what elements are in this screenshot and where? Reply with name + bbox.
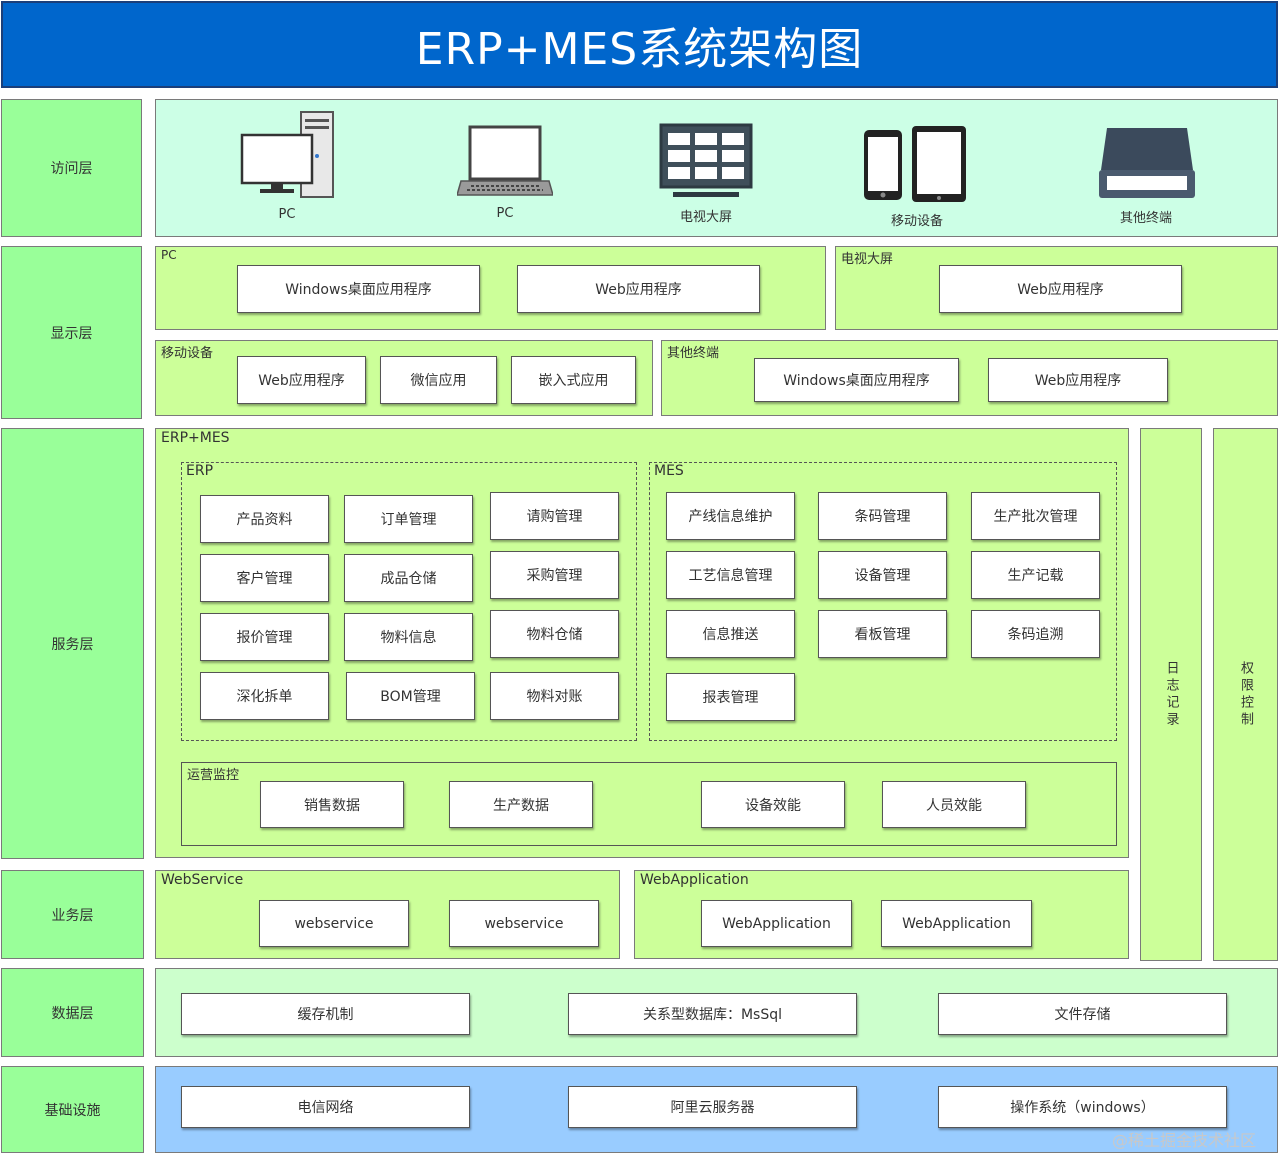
mobile-wechat-app-box: 微信应用 <box>380 356 497 404</box>
display-group-mobile: 移动设备 Web应用程序 微信应用 嵌入式应用 <box>155 340 653 416</box>
layer-label-display: 显示层 <box>1 246 142 419</box>
data-layer-panel: 缓存机制 关系型数据库：MsSql 文件存储 <box>155 968 1278 1057</box>
mes-item: 生产批次管理 <box>971 492 1100 540</box>
data-item-cache: 缓存机制 <box>181 993 470 1035</box>
infra-item-cloud-server: 阿里云服务器 <box>568 1086 857 1128</box>
pc-web-app-box: Web应用程序 <box>517 265 760 313</box>
mes-item: 条码管理 <box>818 492 947 540</box>
ops-item: 设备效能 <box>701 781 845 828</box>
diagram-title: ERP+MES系统架构图 <box>1 1 1278 88</box>
erp-group: ERP 产品资料 订单管理 请购管理 客户管理 成品仓储 采购管理 报价管理 物… <box>181 462 637 741</box>
erp-item: 请购管理 <box>490 492 619 540</box>
mes-item: 生产记载 <box>971 551 1100 599</box>
layer-label-infra: 基础设施 <box>1 1066 144 1153</box>
display-group-pc-title: PC <box>161 248 177 262</box>
device-label-mobile: 移动设备 <box>890 214 943 229</box>
device-label-tv: 电视大屏 <box>679 210 732 225</box>
mes-item: 条码追溯 <box>971 610 1100 658</box>
erp-item: 成品仓储 <box>344 554 473 602</box>
display-group-mobile-title: 移动设备 <box>161 346 214 361</box>
display-group-pc: PC Windows桌面应用程序 Web应用程序 <box>155 246 826 330</box>
device-label-pc: PC <box>278 207 296 222</box>
device-label-other: 其他终端 <box>1119 211 1172 226</box>
webapplication-group: WebApplication WebApplication WebApplica… <box>634 870 1129 959</box>
tv-web-app-box: Web应用程序 <box>939 265 1182 313</box>
infra-item-network: 电信网络 <box>181 1086 470 1128</box>
mes-group: MES 产线信息维护 条码管理 生产批次管理 工艺信息管理 设备管理 生产记载 … <box>649 462 1117 741</box>
video-wall-icon <box>659 123 753 197</box>
access-layer-panel: PC PC 电视大屏 移动设备 其他终端 <box>155 99 1278 237</box>
pc-windows-app-box: Windows桌面应用程序 <box>237 265 480 313</box>
erp-item: 产品资料 <box>200 495 329 543</box>
ops-item: 人员效能 <box>882 781 1026 828</box>
ops-monitor-title: 运营监控 <box>187 768 240 783</box>
data-item-database: 关系型数据库：MsSql <box>568 993 857 1035</box>
infra-layer-panel: 电信网络 阿里云服务器 操作系统（windows） <box>155 1066 1278 1153</box>
erp-item: 订单管理 <box>344 495 473 543</box>
mes-item: 报表管理 <box>666 673 795 721</box>
ops-item: 生产数据 <box>449 781 593 828</box>
device-label-laptop: PC <box>496 206 514 221</box>
display-group-other-title: 其他终端 <box>667 346 720 361</box>
desktop-pc-icon <box>240 111 334 198</box>
erp-item: 物料信息 <box>344 613 473 661</box>
layer-label-access: 访问层 <box>1 99 142 237</box>
display-group-tv: 电视大屏 Web应用程序 <box>835 246 1278 330</box>
mes-item: 设备管理 <box>818 551 947 599</box>
scanner-icon <box>1099 128 1195 198</box>
webapplication-box: WebApplication <box>881 900 1032 947</box>
service-panel-title: ERP+MES <box>161 430 230 446</box>
erp-item: 深化拆单 <box>200 672 329 720</box>
permission-control-column: 权限控制 <box>1213 428 1278 961</box>
erp-item: 客户管理 <box>200 554 329 602</box>
laptop-icon <box>457 125 553 196</box>
webservice-group-title: WebService <box>161 872 244 888</box>
webservice-group: WebService webservice webservice <box>155 870 620 959</box>
ops-item: 销售数据 <box>260 781 404 828</box>
log-record-column: 日志记录 <box>1140 428 1202 961</box>
layer-label-data: 数据层 <box>1 968 144 1057</box>
mes-item: 信息推送 <box>666 610 795 658</box>
webservice-box: webservice <box>259 900 409 947</box>
webapplication-box: WebApplication <box>701 900 852 947</box>
mes-group-title: MES <box>654 463 684 479</box>
layer-label-business: 业务层 <box>1 870 144 959</box>
mobile-embedded-app-box: 嵌入式应用 <box>511 356 636 404</box>
webapplication-group-title: WebApplication <box>640 872 749 888</box>
display-group-tv-title: 电视大屏 <box>841 252 894 267</box>
mes-item: 工艺信息管理 <box>666 551 795 599</box>
erp-item: 采购管理 <box>490 551 619 599</box>
infra-item-os: 操作系统（windows） <box>938 1086 1227 1128</box>
erp-group-title: ERP <box>186 463 214 479</box>
erp-item: 报价管理 <box>200 613 329 661</box>
mobile-devices-icon <box>864 126 966 202</box>
data-item-file-storage: 文件存储 <box>938 993 1227 1035</box>
erp-item: 物料对账 <box>490 672 619 720</box>
watermark: @稀土掘金技术社区 <box>1112 1131 1257 1150</box>
mes-item: 产线信息维护 <box>666 492 795 540</box>
other-web-app-box: Web应用程序 <box>988 358 1168 402</box>
webservice-box: webservice <box>449 900 599 947</box>
erp-item: 物料仓储 <box>490 610 619 658</box>
erp-item: BOM管理 <box>346 672 475 720</box>
mobile-web-app-box: Web应用程序 <box>237 356 366 404</box>
layer-label-service: 服务层 <box>1 428 144 859</box>
display-group-other: 其他终端 Windows桌面应用程序 Web应用程序 <box>661 340 1278 416</box>
service-panel: ERP+MES ERP 产品资料 订单管理 请购管理 客户管理 成品仓储 采购管… <box>155 428 1129 858</box>
ops-monitor-group: 运营监控 销售数据 生产数据 设备效能 人员效能 <box>181 762 1117 846</box>
mes-item: 看板管理 <box>818 610 947 658</box>
other-windows-app-box: Windows桌面应用程序 <box>754 358 959 402</box>
